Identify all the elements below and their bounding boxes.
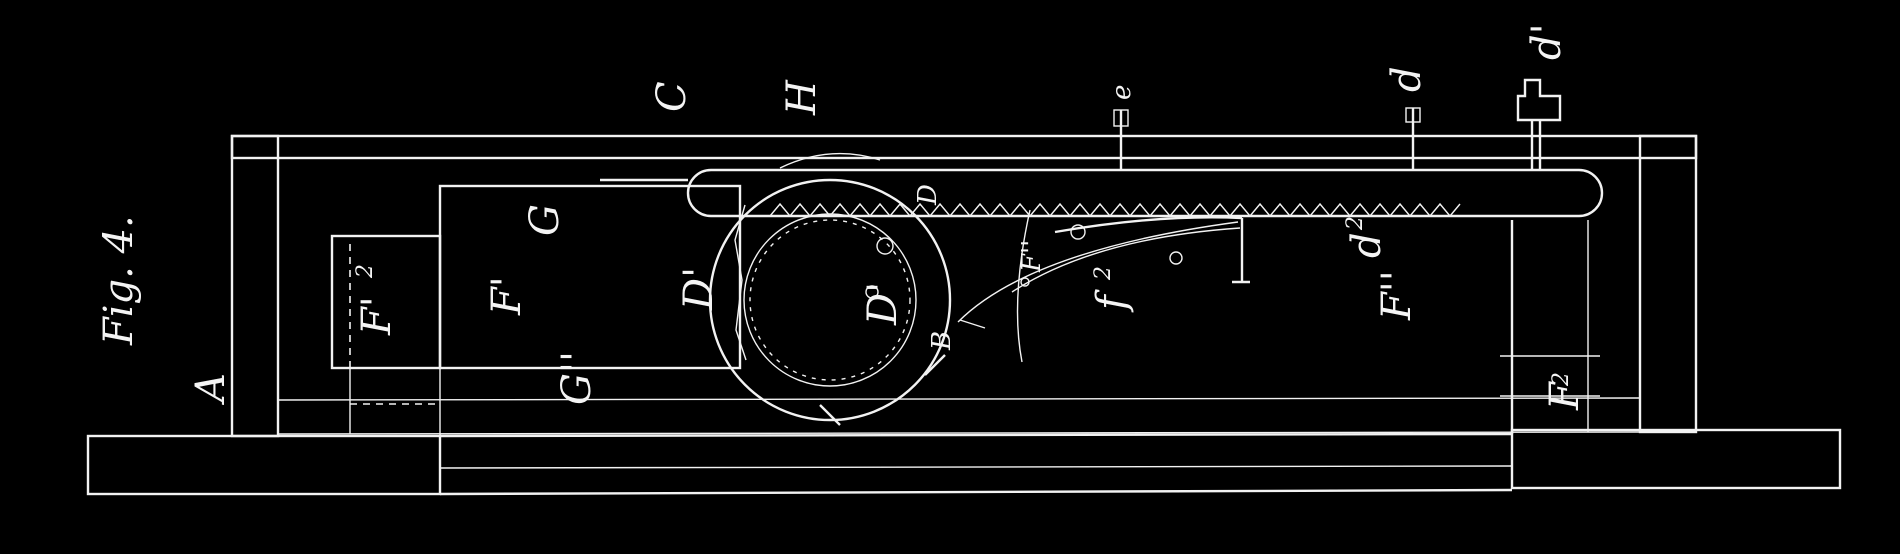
- label-F-right: F: [1542, 381, 1588, 411]
- label-B: B: [927, 331, 957, 351]
- label-D-prime: D': [676, 267, 722, 311]
- casing: [230, 134, 1698, 438]
- lever: [957, 209, 1250, 363]
- label-F2-sub: 2: [353, 264, 378, 279]
- label-e: e: [1107, 85, 1137, 100]
- label-H: H: [779, 79, 825, 116]
- label-F-right-sub: 2: [1549, 372, 1574, 387]
- label-F2: F': [354, 296, 400, 336]
- label-d: d: [1384, 66, 1430, 92]
- label-f2: f: [1089, 289, 1135, 313]
- label-F-prime: F': [484, 276, 530, 316]
- label-A: A: [188, 373, 234, 406]
- label-D: D: [913, 184, 943, 206]
- base-plate: [86, 428, 1842, 496]
- label-F-dprime-right: F'': [1374, 270, 1420, 321]
- label-d2-sub: 2: [1343, 216, 1368, 231]
- label-G: G: [522, 204, 568, 236]
- figure-caption: Fig. 4.: [96, 215, 142, 346]
- gear-assembly: [708, 178, 952, 426]
- rack-bar: [600, 168, 1604, 218]
- label-f2-sub: 2: [1091, 266, 1116, 281]
- label-d2: d: [1344, 232, 1390, 258]
- label-C: C: [649, 81, 695, 112]
- fig-caption-text: Fig. 4.: [96, 215, 142, 346]
- label-F-dprime: F'': [1017, 240, 1047, 273]
- slider-frame: [277, 184, 1641, 436]
- label-d-prime: d': [1524, 23, 1570, 60]
- pins: [779, 78, 1562, 170]
- label-D1-prime: D': [860, 282, 906, 326]
- label-G-dprime: G'': [554, 351, 600, 405]
